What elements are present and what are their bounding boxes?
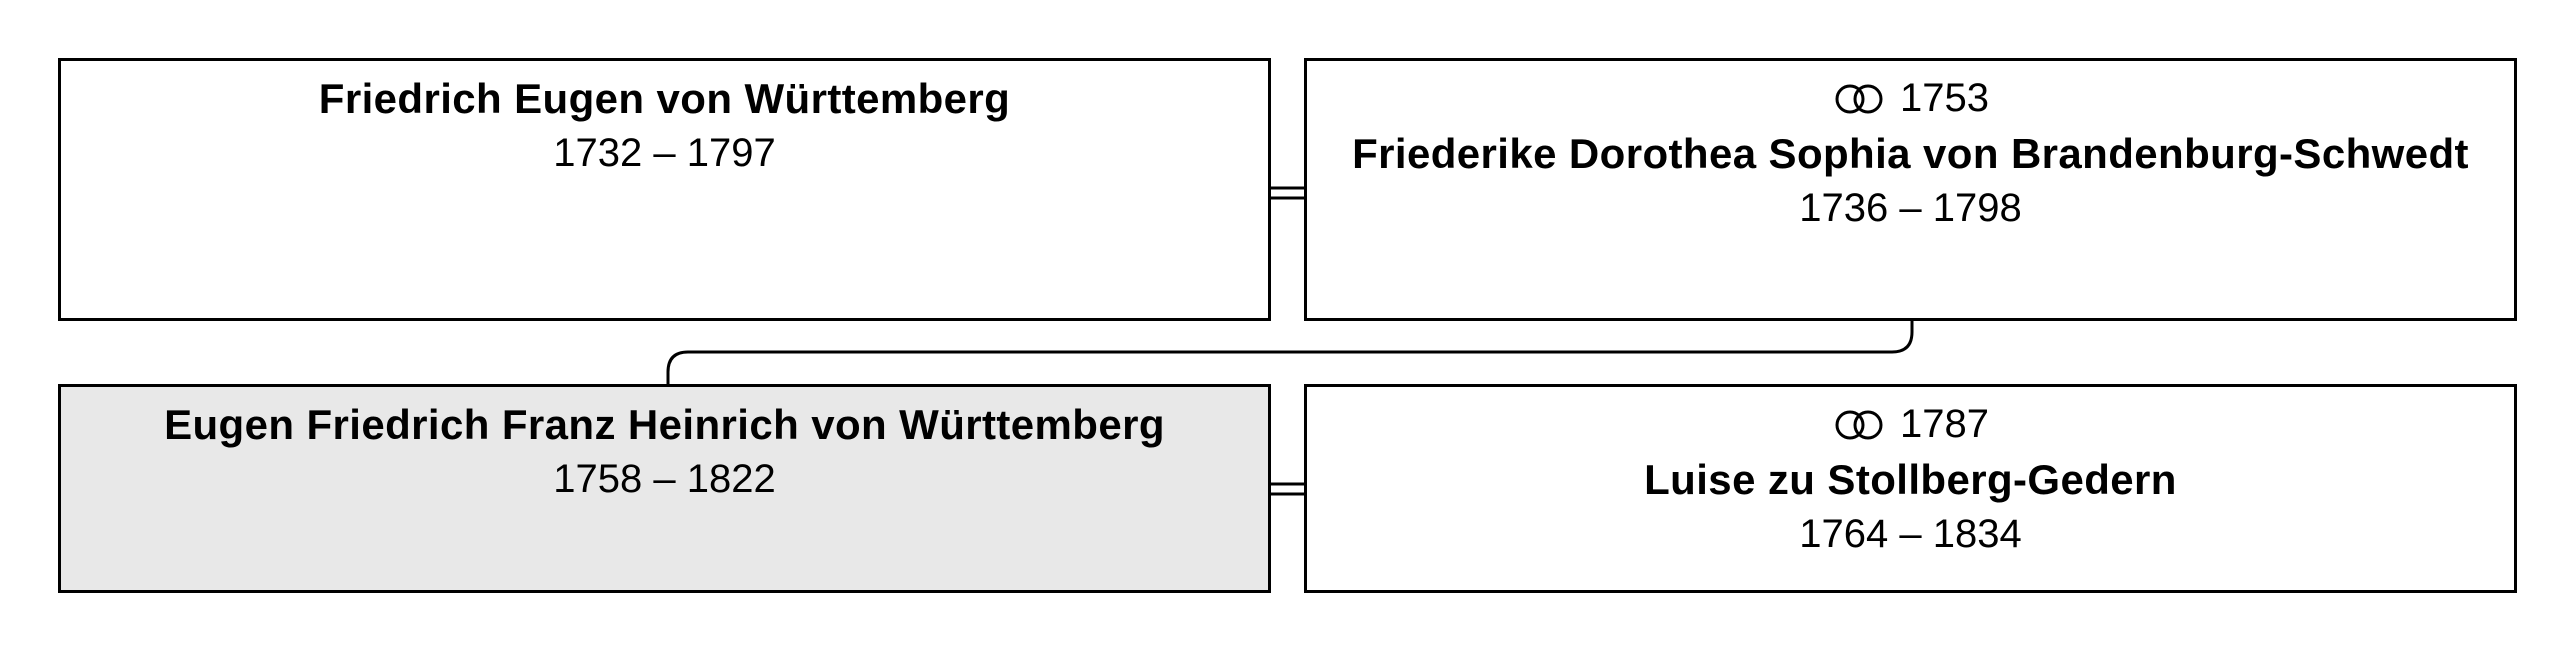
person-dates: 1758 – 1822	[553, 457, 776, 501]
rings-icon	[1835, 84, 1883, 113]
marriage-connector-parents	[1271, 186, 1304, 200]
person-card-subject[interactable]: Eugen Friedrich Franz Heinrich von Württ…	[58, 384, 1271, 593]
person-name: Friedrich Eugen von Württemberg	[318, 75, 1011, 122]
marriage-info: 1753	[1307, 71, 2514, 126]
person-card-spouse[interactable]: 1787 Luise zu Stollberg-Gedern 1764 – 18…	[1304, 384, 2517, 593]
marriage-year: 1787	[1900, 402, 1989, 446]
person-name: Friederike Dorothea Sophia von Brandenbu…	[1352, 130, 2469, 177]
person-dates: 1732 – 1797	[553, 131, 776, 175]
marriage-connector-subject	[1271, 482, 1304, 496]
marriage-info: 1787	[1307, 397, 2514, 452]
rings-icon	[1835, 410, 1883, 439]
person-dates: 1736 – 1798	[1799, 186, 2022, 230]
person-dates: 1764 – 1834	[1799, 512, 2022, 556]
person-card-mother[interactable]: 1753 Friederike Dorothea Sophia von Bran…	[1304, 58, 2517, 321]
person-card-father[interactable]: Friedrich Eugen von Württemberg 1732 – 1…	[58, 58, 1271, 321]
person-name: Eugen Friedrich Franz Heinrich von Württ…	[164, 401, 1165, 448]
marriage-year: 1753	[1900, 76, 1989, 120]
person-name: Luise zu Stollberg-Gedern	[1644, 456, 2177, 503]
descent-connector	[666, 321, 1914, 384]
